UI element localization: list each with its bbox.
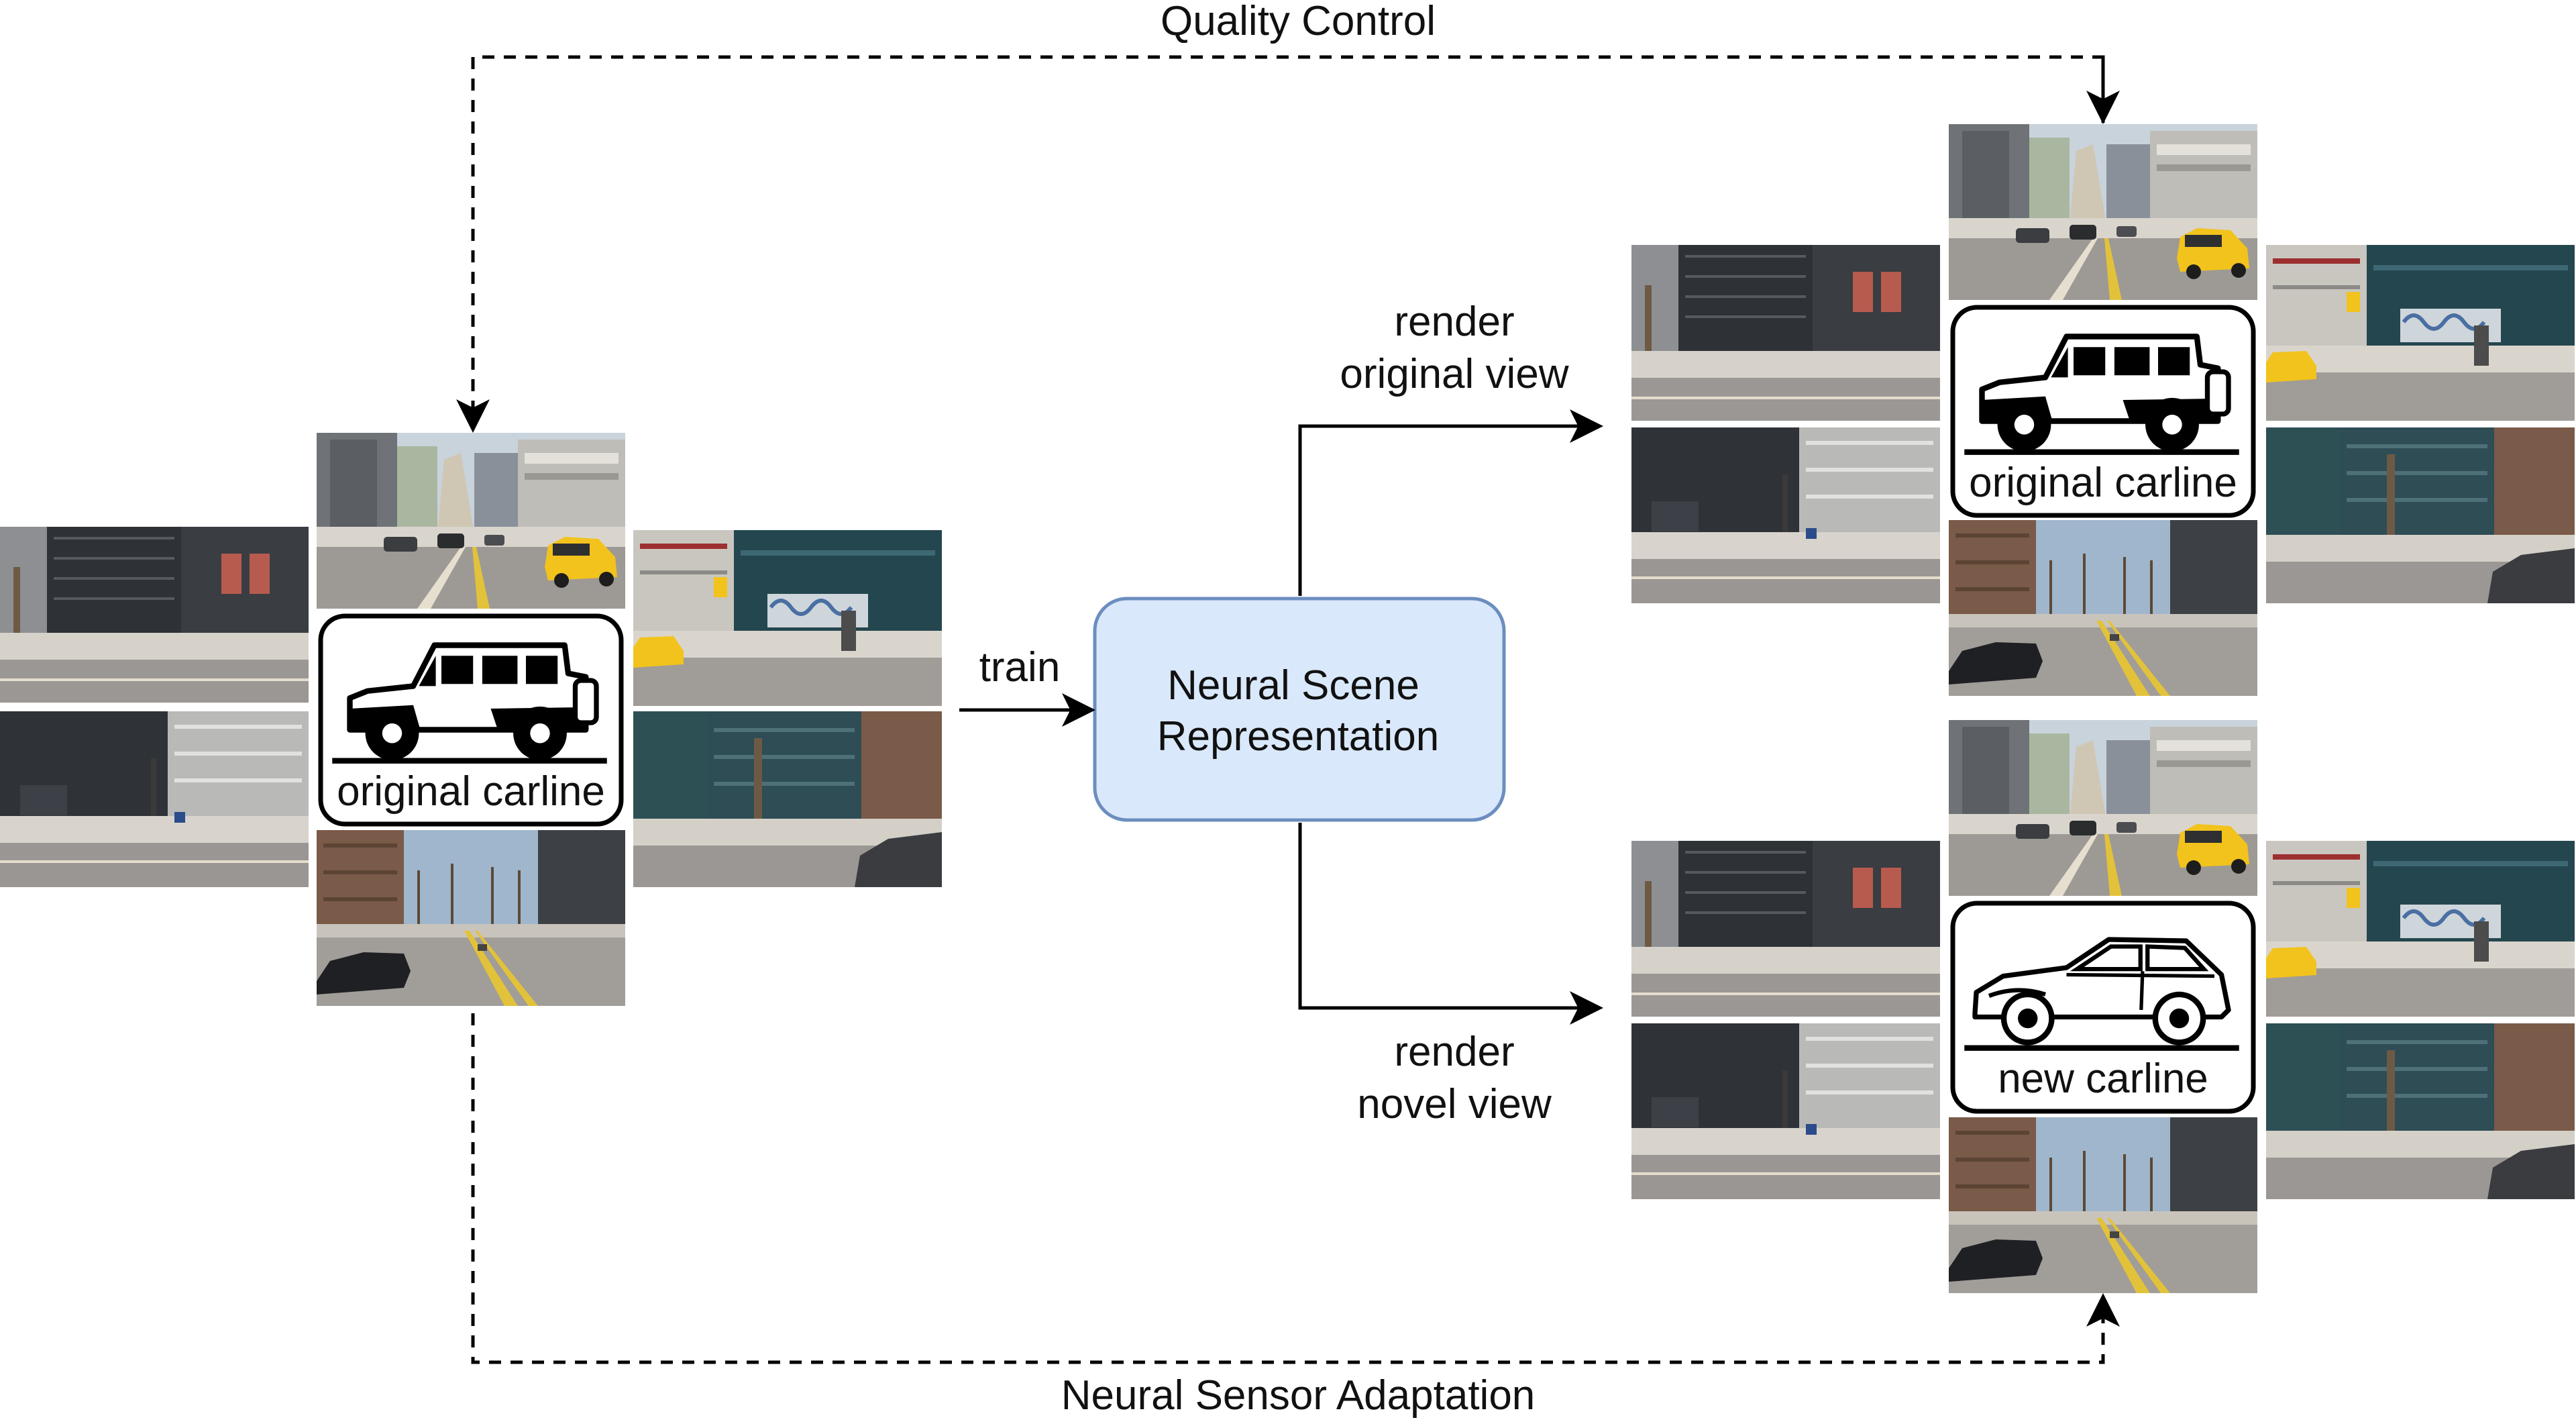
render-original-line1: render — [1394, 299, 1514, 345]
quality-control-label: Quality Control — [1161, 0, 1436, 44]
render-original-line2: original view — [1340, 351, 1568, 397]
render-novel-arrow — [1298, 823, 1603, 1025]
output-original-rig: original carline — [1631, 124, 2575, 696]
orig-view-rear — [1949, 520, 2257, 696]
orig-view-right — [2266, 245, 2575, 421]
orig-view-right-rear — [2266, 427, 2575, 603]
orig-view-left — [1631, 245, 1940, 421]
input-view-right-rear — [633, 711, 942, 887]
output-new-carline-card: new carline — [1950, 901, 2256, 1114]
render-novel-line2: novel view — [1357, 1081, 1552, 1127]
node-label-line1: Neural Scene — [1167, 662, 1419, 709]
render-original-arrow — [1298, 409, 1603, 596]
input-view-left-rear — [0, 711, 309, 887]
output-original-carline-card: original carline — [1950, 305, 2256, 518]
neural-sensor-adaptation-label: Neural Sensor Adaptation — [1061, 1372, 1536, 1419]
output-new-carline-label: new carline — [1998, 1056, 2208, 1102]
neural-scene-node: Neural Scene Representation — [1093, 597, 1506, 822]
node-label-line2: Representation — [1157, 713, 1440, 760]
orig-view-left-rear — [1631, 427, 1940, 603]
input-view-rear — [317, 830, 625, 1006]
neural-sensor-adaptation-arrow — [471, 1013, 2120, 1364]
novel-view-rear — [1949, 1117, 2257, 1293]
output-novel-rig: new carline — [1631, 720, 2575, 1293]
novel-view-front — [1949, 720, 2257, 896]
train-label: train — [979, 644, 1061, 691]
novel-view-left — [1631, 841, 1940, 1017]
render-novel-line1: render — [1394, 1029, 1514, 1075]
novel-view-right — [2266, 841, 2575, 1017]
input-camera-rig: original carline — [0, 433, 942, 1006]
orig-view-front — [1949, 124, 2257, 300]
novel-view-left-rear — [1631, 1023, 1940, 1199]
novel-view-right-rear — [2266, 1023, 2575, 1199]
input-carline-label: original carline — [337, 768, 605, 815]
input-view-left — [0, 527, 309, 703]
input-view-front — [317, 433, 625, 609]
input-carline-card: original carline — [318, 613, 624, 827]
output-original-carline-label: original carline — [1969, 460, 2237, 506]
input-view-right — [633, 530, 942, 706]
